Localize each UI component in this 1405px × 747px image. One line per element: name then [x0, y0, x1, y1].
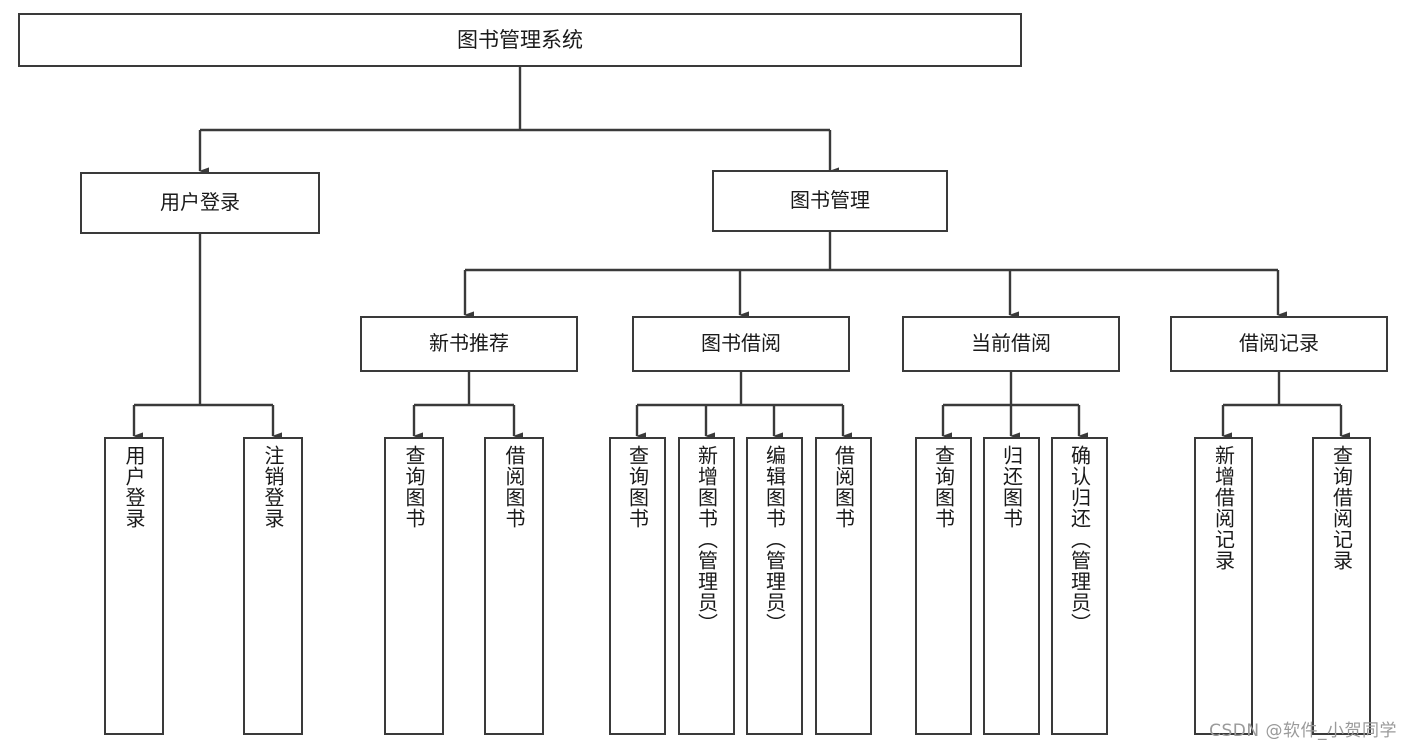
node-new-book-recommend[interactable]: 新书推荐 [360, 316, 578, 372]
leaf-user-logout-label: 注销登录 [261, 445, 285, 529]
leaf-edit-book-admin-label: 编辑图书（管理员） [762, 445, 787, 634]
leaf-borrow-book-1-label: 借阅图书 [502, 445, 526, 529]
leaf-query-book-3[interactable]: 查询图书 [915, 437, 972, 735]
csdn-watermark: CSDN @软件_小贺同学 [1209, 721, 1397, 741]
node-book-manage-label: 图书管理 [790, 188, 870, 213]
node-book-manage[interactable]: 图书管理 [712, 170, 948, 232]
node-current-borrow-label: 当前借阅 [971, 331, 1051, 356]
leaf-query-book-1[interactable]: 查询图书 [384, 437, 444, 735]
leaf-add-borrow-record-label: 新增借阅记录 [1211, 445, 1236, 571]
node-user-login[interactable]: 用户登录 [80, 172, 320, 234]
node-root[interactable]: 图书管理系统 [18, 13, 1022, 67]
leaf-return-book-label: 归还图书 [999, 445, 1024, 529]
leaf-add-book-admin-label: 新增图书（管理员） [694, 445, 719, 634]
leaf-add-borrow-record[interactable]: 新增借阅记录 [1194, 437, 1253, 735]
leaf-return-book[interactable]: 归还图书 [983, 437, 1040, 735]
leaf-query-book-2-label: 查询图书 [625, 445, 650, 529]
leaf-add-book-admin[interactable]: 新增图书（管理员） [678, 437, 735, 735]
leaf-query-borrow-record-label: 查询借阅记录 [1329, 445, 1354, 571]
node-book-borrow[interactable]: 图书借阅 [632, 316, 850, 372]
leaf-user-login-label: 用户登录 [122, 445, 146, 529]
leaf-query-borrow-record[interactable]: 查询借阅记录 [1312, 437, 1371, 735]
leaf-query-book-1-label: 查询图书 [402, 445, 426, 529]
node-new-book-recommend-label: 新书推荐 [429, 331, 509, 356]
node-book-borrow-label: 图书借阅 [701, 331, 781, 356]
node-borrow-record[interactable]: 借阅记录 [1170, 316, 1388, 372]
leaf-edit-book-admin[interactable]: 编辑图书（管理员） [746, 437, 803, 735]
node-user-login-label: 用户登录 [160, 190, 240, 215]
node-root-label: 图书管理系统 [457, 27, 583, 52]
leaf-confirm-return-admin-label: 确认归还（管理员） [1067, 445, 1092, 634]
leaf-query-book-2[interactable]: 查询图书 [609, 437, 666, 735]
leaf-borrow-book-1[interactable]: 借阅图书 [484, 437, 544, 735]
leaf-user-login[interactable]: 用户登录 [104, 437, 164, 735]
node-current-borrow[interactable]: 当前借阅 [902, 316, 1120, 372]
node-borrow-record-label: 借阅记录 [1239, 331, 1319, 356]
leaf-user-logout[interactable]: 注销登录 [243, 437, 303, 735]
leaf-confirm-return-admin[interactable]: 确认归还（管理员） [1051, 437, 1108, 735]
leaf-borrow-book-2-label: 借阅图书 [831, 445, 856, 529]
leaf-query-book-3-label: 查询图书 [931, 445, 956, 529]
leaf-borrow-book-2[interactable]: 借阅图书 [815, 437, 872, 735]
